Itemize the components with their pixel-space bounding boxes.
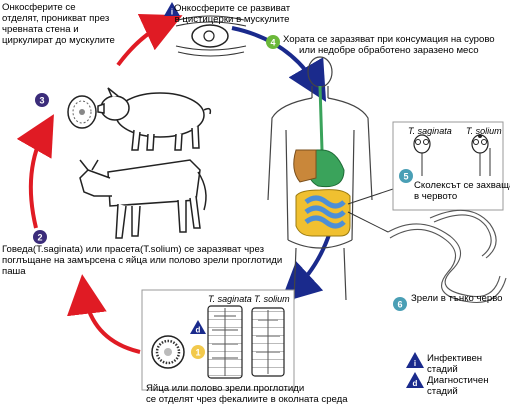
svg-text:3: 3 — [39, 96, 44, 106]
cysticercus-muscle-image — [175, 15, 247, 57]
legend-infective-icon: i — [406, 352, 424, 368]
stage-badge-1: 1 — [191, 345, 205, 359]
svg-text:6: 6 — [397, 300, 402, 310]
arrow-to-cysticerci — [116, 13, 183, 67]
svg-text:4: 4 — [270, 38, 275, 48]
svg-text:1: 1 — [195, 348, 200, 358]
stage-badge-6: 6 — [393, 297, 407, 311]
stage-badge-5: 5 — [399, 169, 413, 183]
label-adults: Зрели в тънко черво — [411, 293, 503, 304]
label-cysticerci: Онкосферите се развиват в цистицерки в м… — [174, 3, 291, 25]
oncosphere-image — [67, 95, 97, 129]
pointer-line-adults — [347, 211, 389, 233]
label-eggs-passed: Яйца или полово зрели проглотиди се отде… — [146, 383, 348, 405]
legend-infective-label: Инфективен стадий — [427, 353, 483, 375]
svg-text:d: d — [413, 379, 418, 388]
label-oncosphere-body: Онкосферите се отделят, проникват през ч… — [2, 2, 115, 46]
arrow-to-animals — [67, 274, 141, 354]
svg-text:2: 2 — [37, 233, 42, 243]
label-t-saginata-scolex: T. saginata — [408, 126, 452, 136]
diagnostic-marker-eggs: d — [190, 320, 206, 335]
svg-text:i: i — [171, 8, 173, 17]
label-human-infection: Хората се заразяват при консумация на су… — [283, 34, 495, 56]
digestive-tract-image — [293, 85, 351, 237]
label-scolex: Сколексът се захваща в червото — [414, 180, 510, 202]
legend-diagnostic-icon: d — [406, 372, 424, 388]
svg-text:5: 5 — [403, 172, 408, 182]
svg-text:i: i — [414, 359, 416, 368]
adult-worms-image — [387, 209, 507, 304]
infective-marker-cysticerci: i — [164, 2, 180, 17]
pig-image — [97, 87, 212, 151]
label-t-solium-scolex: T. solium — [466, 126, 502, 136]
stage-badge-4: 4 — [266, 35, 280, 49]
arrow-to-oncosphere — [16, 114, 54, 229]
legend-diagnostic-label: Диагностичен стадий — [427, 375, 489, 397]
svg-text:d: d — [196, 326, 201, 335]
label-t-saginata-proglottid: T. saginata — [208, 294, 252, 304]
stage-badge-2: 2 — [33, 230, 47, 244]
eggs-proglottids-panel-image — [141, 289, 295, 391]
arrow-to-human — [231, 26, 327, 102]
label-animals-infected: Говеда(T.saginata) или прасета(T.solium)… — [2, 244, 283, 277]
stage-badge-3: 3 — [35, 93, 49, 107]
arrow-to-feces — [280, 231, 332, 303]
scolex-panel-image — [392, 121, 504, 211]
cow-image — [79, 159, 207, 239]
label-t-solium-proglottid: T. solium — [254, 294, 290, 304]
